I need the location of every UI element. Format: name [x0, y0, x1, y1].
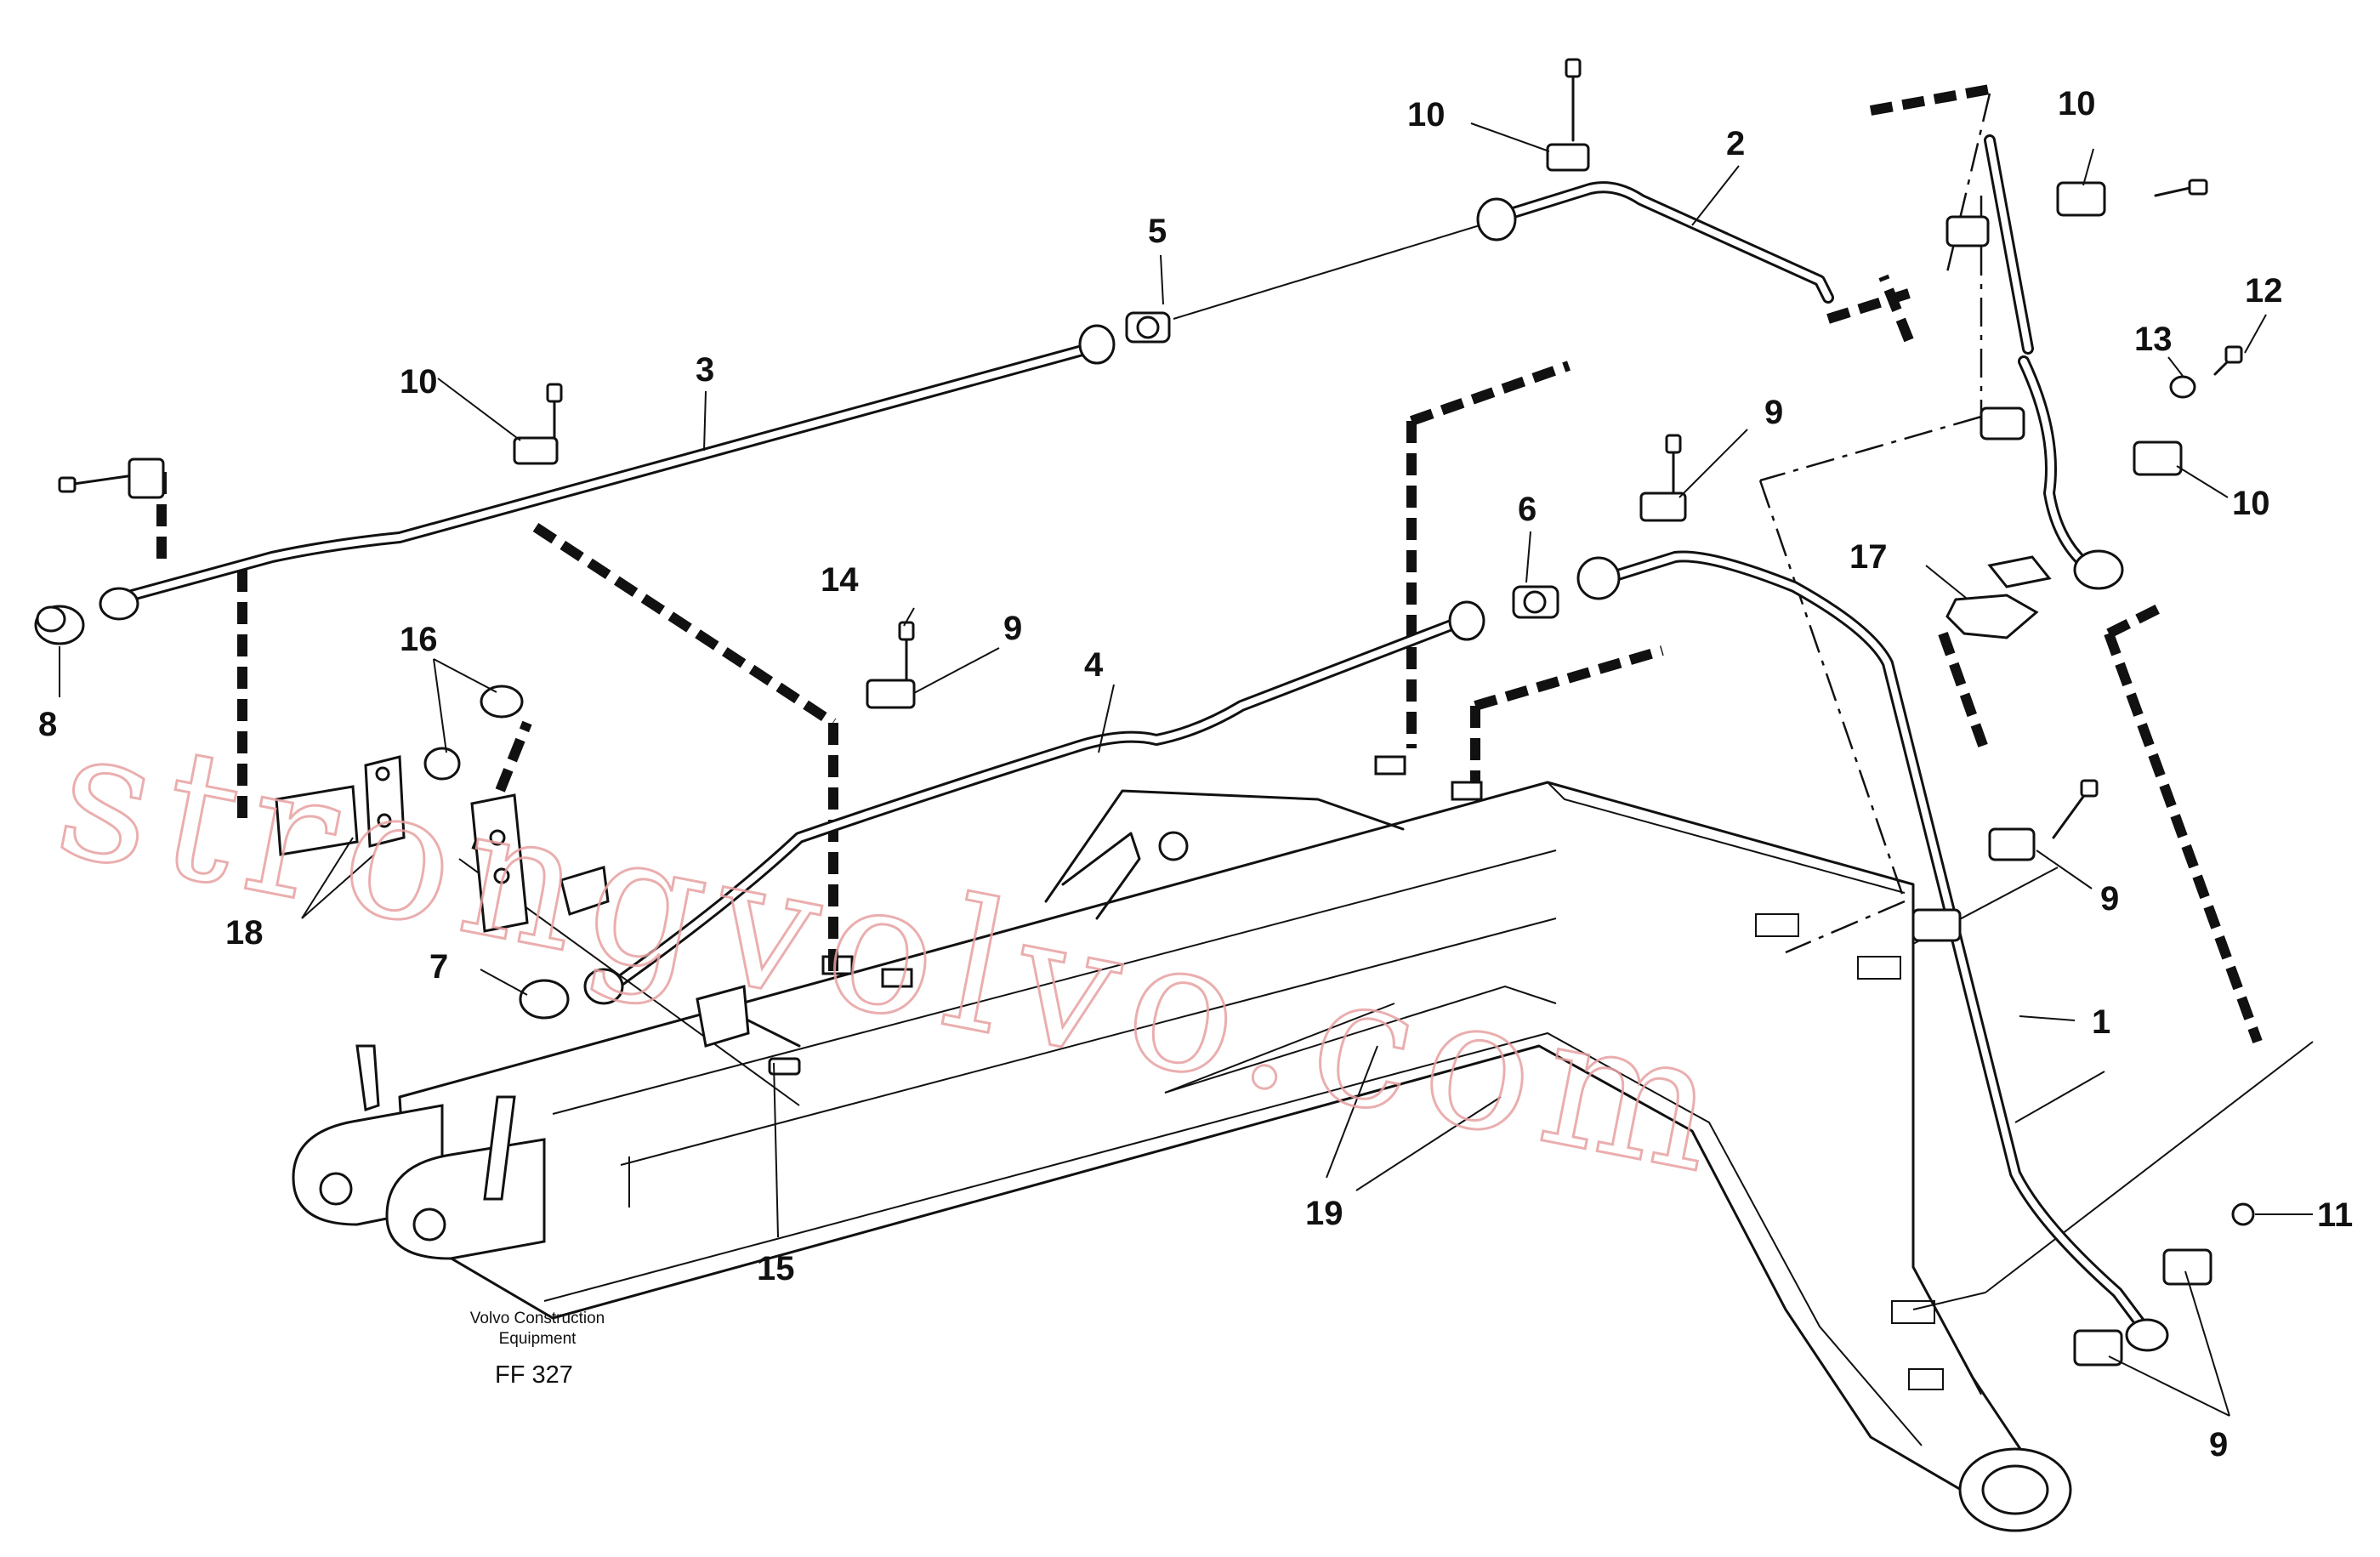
callout-5: 5 [1148, 213, 1167, 250]
callout-11: 11 [2317, 1196, 2353, 1234]
pipe-vertical-upper [1984, 134, 2098, 576]
callout-16: 16 [400, 621, 438, 658]
hardware [34, 58, 2255, 1367]
pipe-2 [1508, 181, 1834, 304]
callout-10b: 10 [400, 363, 438, 401]
callout-6: 6 [1518, 491, 1536, 528]
callout-15: 15 [757, 1250, 795, 1287]
callout-13: 13 [2134, 321, 2173, 358]
callout-12: 12 [2245, 272, 2283, 310]
watermark: strongvolvo.com [43, 688, 1745, 1216]
callout-9d: 9 [2209, 1426, 2228, 1463]
callout-8: 8 [38, 706, 57, 743]
pipe-5-segment [1173, 222, 1489, 320]
pipe-4 [606, 615, 1468, 992]
callout-19: 19 [1305, 1195, 1343, 1232]
assembly-lines [156, 84, 2314, 1310]
callout-7: 7 [429, 948, 448, 986]
callout-9a: 9 [1764, 394, 1783, 431]
footer: Volvo Construction Equipment FF 327 [470, 1310, 605, 1389]
maker-line-2: Equipment [499, 1330, 577, 1348]
leader-lines [59, 122, 2313, 1417]
callout-10a: 10 [1407, 96, 1446, 134]
callout-17: 17 [1849, 538, 1888, 576]
callout-3: 3 [696, 351, 714, 389]
callout-10c: 10 [2058, 85, 2096, 122]
pipe-1 [1601, 550, 2149, 1333]
callout-9c: 9 [2100, 880, 2119, 918]
callout-2: 2 [1726, 125, 1745, 162]
figure-code: FF 327 [495, 1361, 573, 1389]
callout-18: 18 [225, 914, 264, 952]
maker-line-1: Volvo Construction [470, 1310, 605, 1327]
callout-labels: 1 2 3 4 5 6 7 8 9 9 9 9 10 10 10 10 11 1… [38, 85, 2353, 1463]
pipe-3 [126, 343, 1094, 601]
callout-14: 14 [821, 561, 859, 599]
callout-4: 4 [1084, 646, 1104, 684]
callout-10d: 10 [2232, 485, 2270, 522]
callout-1: 1 [2092, 1003, 2110, 1041]
callout-9b: 9 [1003, 610, 1022, 647]
